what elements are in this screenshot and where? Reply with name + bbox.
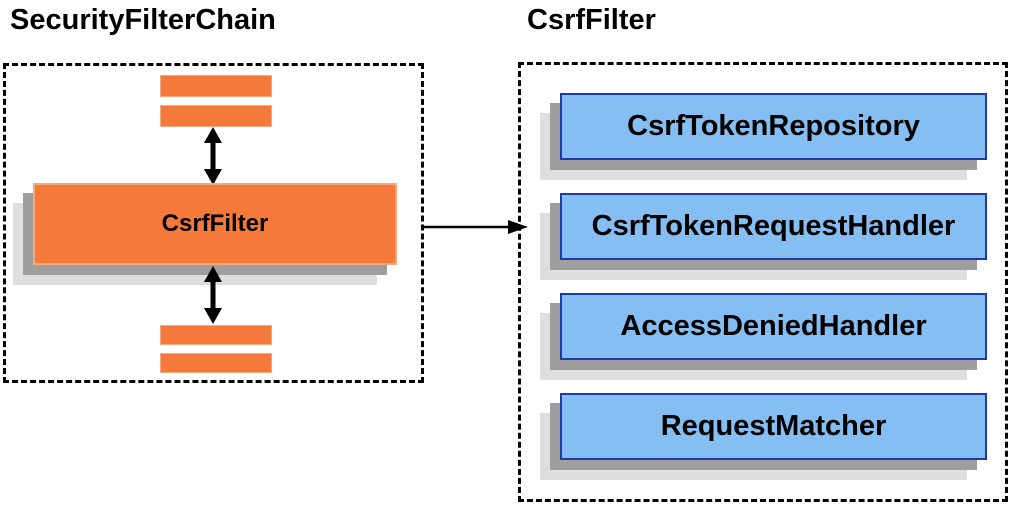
component-node: CsrfTokenRequestHandler — [560, 193, 987, 260]
component-label: CsrfTokenRepository — [627, 110, 920, 142]
component-box-access-denied-handler: AccessDeniedHandler — [540, 293, 987, 400]
filter-placeholder-bar — [160, 353, 272, 373]
component-label: RequestMatcher — [660, 410, 887, 442]
component-node: CsrfTokenRepository — [560, 93, 987, 160]
double-arrow-icon — [204, 266, 222, 324]
double-arrow-icon — [204, 127, 222, 185]
component-box-csrf-token-repository: CsrfTokenRepository — [540, 93, 987, 200]
csrf-filter-title: CsrfFilter — [527, 4, 656, 36]
filter-placeholder-bar — [160, 325, 272, 345]
csrf-filter-node-stack: CsrfFilter — [13, 183, 397, 285]
component-node: RequestMatcher — [560, 393, 987, 460]
component-node: AccessDeniedHandler — [560, 293, 987, 360]
flow-arrow-icon — [424, 220, 528, 234]
filter-placeholder-bar — [160, 105, 272, 127]
security-filter-chain-title: SecurityFilterChain — [10, 4, 276, 36]
component-box-request-matcher: RequestMatcher — [540, 393, 987, 500]
csrf-filter-components-box — [518, 62, 1008, 502]
security-filter-chain-box — [3, 63, 424, 383]
component-box-csrf-token-request-handler: CsrfTokenRequestHandler — [540, 193, 987, 300]
component-label: CsrfTokenRequestHandler — [591, 210, 956, 242]
component-label: AccessDeniedHandler — [620, 310, 927, 342]
csrf-filter-node-label: CsrfFilter — [161, 210, 269, 237]
filter-placeholder-bar — [160, 75, 272, 97]
csrf-filter-node: CsrfFilter — [33, 183, 397, 265]
